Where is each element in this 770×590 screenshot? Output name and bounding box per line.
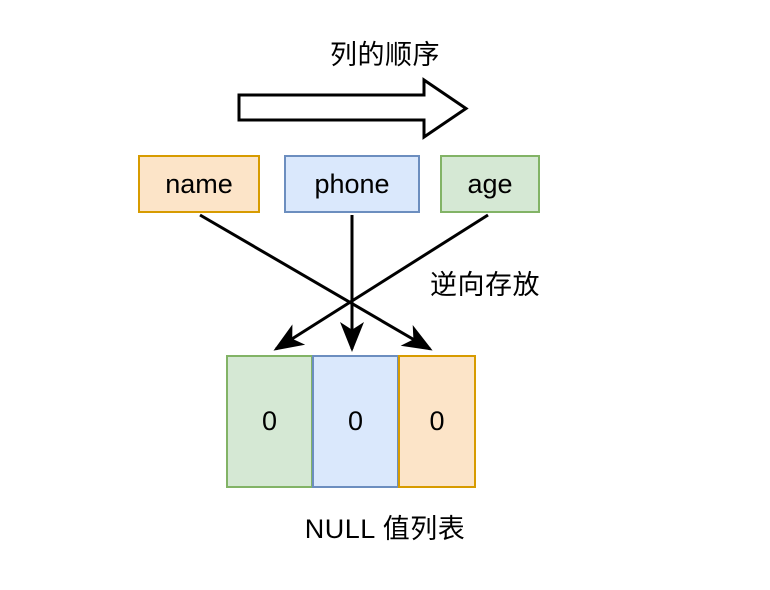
mapping-arrow-name — [199, 213, 433, 351]
null-list-cell-phone-value: 0 — [347, 406, 364, 436]
null-list-cell-name-value: 0 — [429, 406, 445, 436]
column-box-name: name — [138, 155, 260, 213]
column-box-phone-label: phone — [314, 168, 390, 199]
column-box-age-label: age — [467, 168, 513, 199]
null-list-cell-name: 0 — [398, 355, 476, 488]
right-block-arrow — [237, 77, 469, 140]
column-order-title: 列的顺序 — [330, 40, 440, 70]
null-list-cell-phone: 0 — [312, 355, 399, 488]
column-box-age: age — [440, 155, 540, 213]
null-list-caption: NULL 值列表 — [304, 514, 466, 544]
null-list-cell-age: 0 — [226, 355, 313, 488]
null-list-cell-age-value: 0 — [261, 406, 278, 436]
column-box-phone: phone — [284, 155, 420, 213]
reverse-store-note: 逆向存放 — [430, 270, 540, 300]
column-box-name-label: name — [165, 168, 233, 199]
